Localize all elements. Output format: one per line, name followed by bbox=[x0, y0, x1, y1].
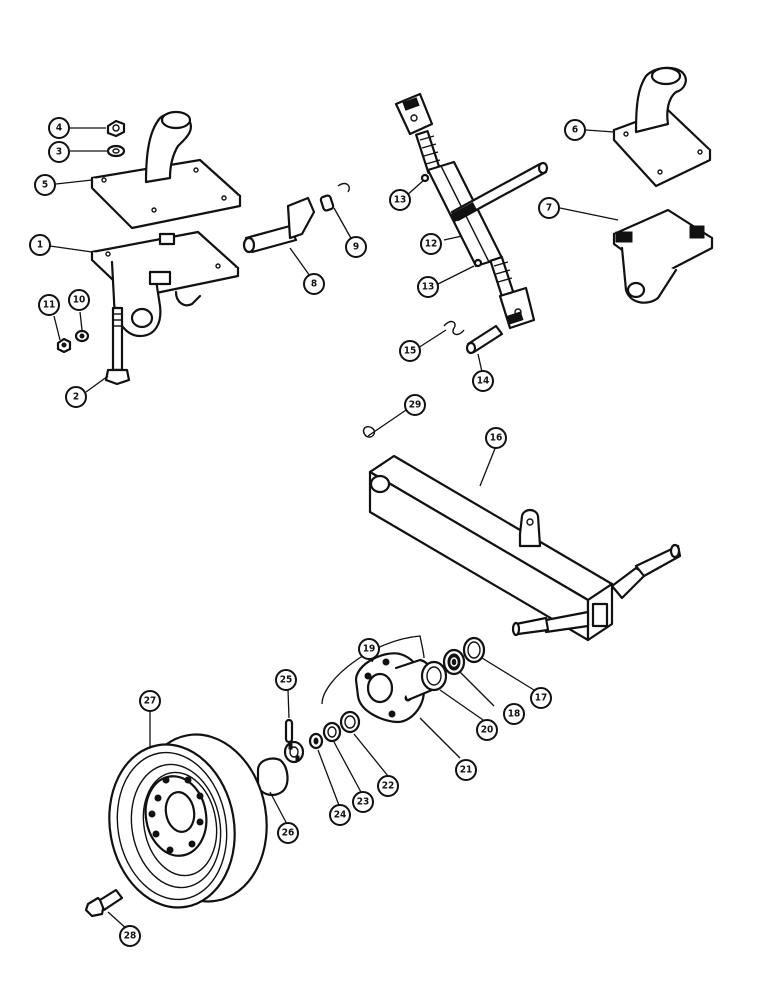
spring-pin-part bbox=[319, 182, 350, 212]
callout-18: 18 bbox=[503, 703, 525, 725]
callout-17: 17 bbox=[530, 687, 552, 709]
svg-text:24: 24 bbox=[334, 810, 347, 821]
callout-1: 1 bbox=[29, 234, 51, 256]
callout-14: 14 bbox=[472, 370, 494, 392]
svg-text:13: 13 bbox=[394, 195, 407, 206]
svg-text:11: 11 bbox=[43, 300, 56, 311]
svg-text:20: 20 bbox=[481, 725, 494, 736]
callout-6: 6 bbox=[564, 119, 586, 141]
callout-22: 22 bbox=[377, 775, 399, 797]
svg-text:9: 9 bbox=[353, 242, 359, 253]
svg-text:2: 2 bbox=[73, 392, 79, 403]
pin-with-plate-part bbox=[242, 196, 316, 254]
callout-21: 21 bbox=[455, 759, 477, 781]
callout-2: 2 bbox=[65, 386, 87, 408]
svg-text:19: 19 bbox=[363, 644, 376, 655]
svg-text:6: 6 bbox=[572, 125, 578, 136]
clevis-pin-part bbox=[465, 324, 504, 355]
top-link-part bbox=[394, 92, 549, 330]
castle-nut-part bbox=[283, 740, 305, 764]
svg-text:8: 8 bbox=[311, 279, 317, 290]
callout-23: 23 bbox=[352, 791, 374, 813]
callout-25: 25 bbox=[275, 669, 297, 691]
bolt-part bbox=[104, 306, 131, 386]
callout-13-lower: 13 bbox=[417, 276, 439, 298]
svg-text:15: 15 bbox=[404, 346, 417, 357]
svg-text:4: 4 bbox=[56, 123, 62, 134]
svg-text:22: 22 bbox=[382, 781, 395, 792]
callout-15: 15 bbox=[399, 340, 421, 362]
svg-text:21: 21 bbox=[460, 765, 473, 776]
cotter-pin-part bbox=[284, 718, 294, 744]
nut-part bbox=[106, 119, 126, 138]
svg-text:16: 16 bbox=[490, 433, 503, 444]
svg-text:28: 28 bbox=[124, 931, 137, 942]
callout-16: 16 bbox=[485, 427, 507, 449]
bearing-cup-outer-part bbox=[420, 660, 448, 692]
callout-11: 11 bbox=[38, 294, 60, 316]
svg-text:7: 7 bbox=[546, 203, 552, 214]
bearing-cone-outer-part bbox=[442, 648, 466, 676]
svg-text:17: 17 bbox=[535, 693, 548, 704]
callout-3: 3 bbox=[48, 141, 70, 163]
callout-5: 5 bbox=[34, 174, 56, 196]
callout-20: 20 bbox=[476, 719, 498, 741]
callout-4: 4 bbox=[48, 117, 70, 139]
lock-washer-part bbox=[106, 144, 126, 158]
seal-part bbox=[462, 636, 486, 664]
svg-text:26: 26 bbox=[282, 828, 295, 839]
bearing-cup-inner-part bbox=[339, 710, 361, 734]
svg-text:12: 12 bbox=[425, 239, 438, 250]
axle-part bbox=[362, 426, 682, 642]
callout-26: 26 bbox=[277, 822, 299, 844]
svg-text:29: 29 bbox=[409, 400, 422, 411]
callout-24: 24 bbox=[329, 804, 351, 826]
svg-text:3: 3 bbox=[56, 147, 62, 158]
callout-9: 9 bbox=[345, 236, 367, 258]
bracket-lower-part bbox=[90, 230, 240, 338]
svg-text:14: 14 bbox=[477, 376, 490, 387]
svg-text:13: 13 bbox=[422, 282, 435, 293]
callout-28: 28 bbox=[119, 925, 141, 947]
callout-12: 12 bbox=[420, 233, 442, 255]
svg-text:27: 27 bbox=[144, 696, 157, 707]
callout-10: 10 bbox=[68, 289, 90, 311]
callout-29: 29 bbox=[404, 394, 426, 416]
callout-13-upper: 13 bbox=[389, 189, 411, 211]
right-bracket-lower-part bbox=[612, 208, 714, 304]
bearing-cone-inner-part bbox=[322, 721, 342, 743]
svg-text:18: 18 bbox=[508, 709, 521, 720]
svg-text:5: 5 bbox=[42, 180, 48, 191]
callout-27: 27 bbox=[139, 690, 161, 712]
wheel-rim-part bbox=[108, 733, 268, 909]
svg-text:23: 23 bbox=[357, 797, 370, 808]
hub-cap-part bbox=[256, 757, 289, 796]
svg-text:1: 1 bbox=[37, 240, 43, 251]
callout-19: 19 bbox=[358, 638, 380, 660]
small-nut-part bbox=[56, 337, 72, 354]
bracket-top-part bbox=[90, 110, 242, 230]
wheel-bolt-part bbox=[84, 888, 124, 918]
spring-clip-part bbox=[443, 320, 465, 336]
svg-text:25: 25 bbox=[280, 675, 293, 686]
callout-7: 7 bbox=[538, 197, 560, 219]
hub-part bbox=[354, 652, 435, 724]
callout-8: 8 bbox=[303, 273, 325, 295]
washer-part bbox=[308, 732, 324, 750]
svg-text:10: 10 bbox=[73, 295, 86, 306]
small-washer-part bbox=[74, 329, 90, 343]
right-bracket-top-part bbox=[612, 66, 712, 188]
leader-lines bbox=[49, 127, 619, 931]
